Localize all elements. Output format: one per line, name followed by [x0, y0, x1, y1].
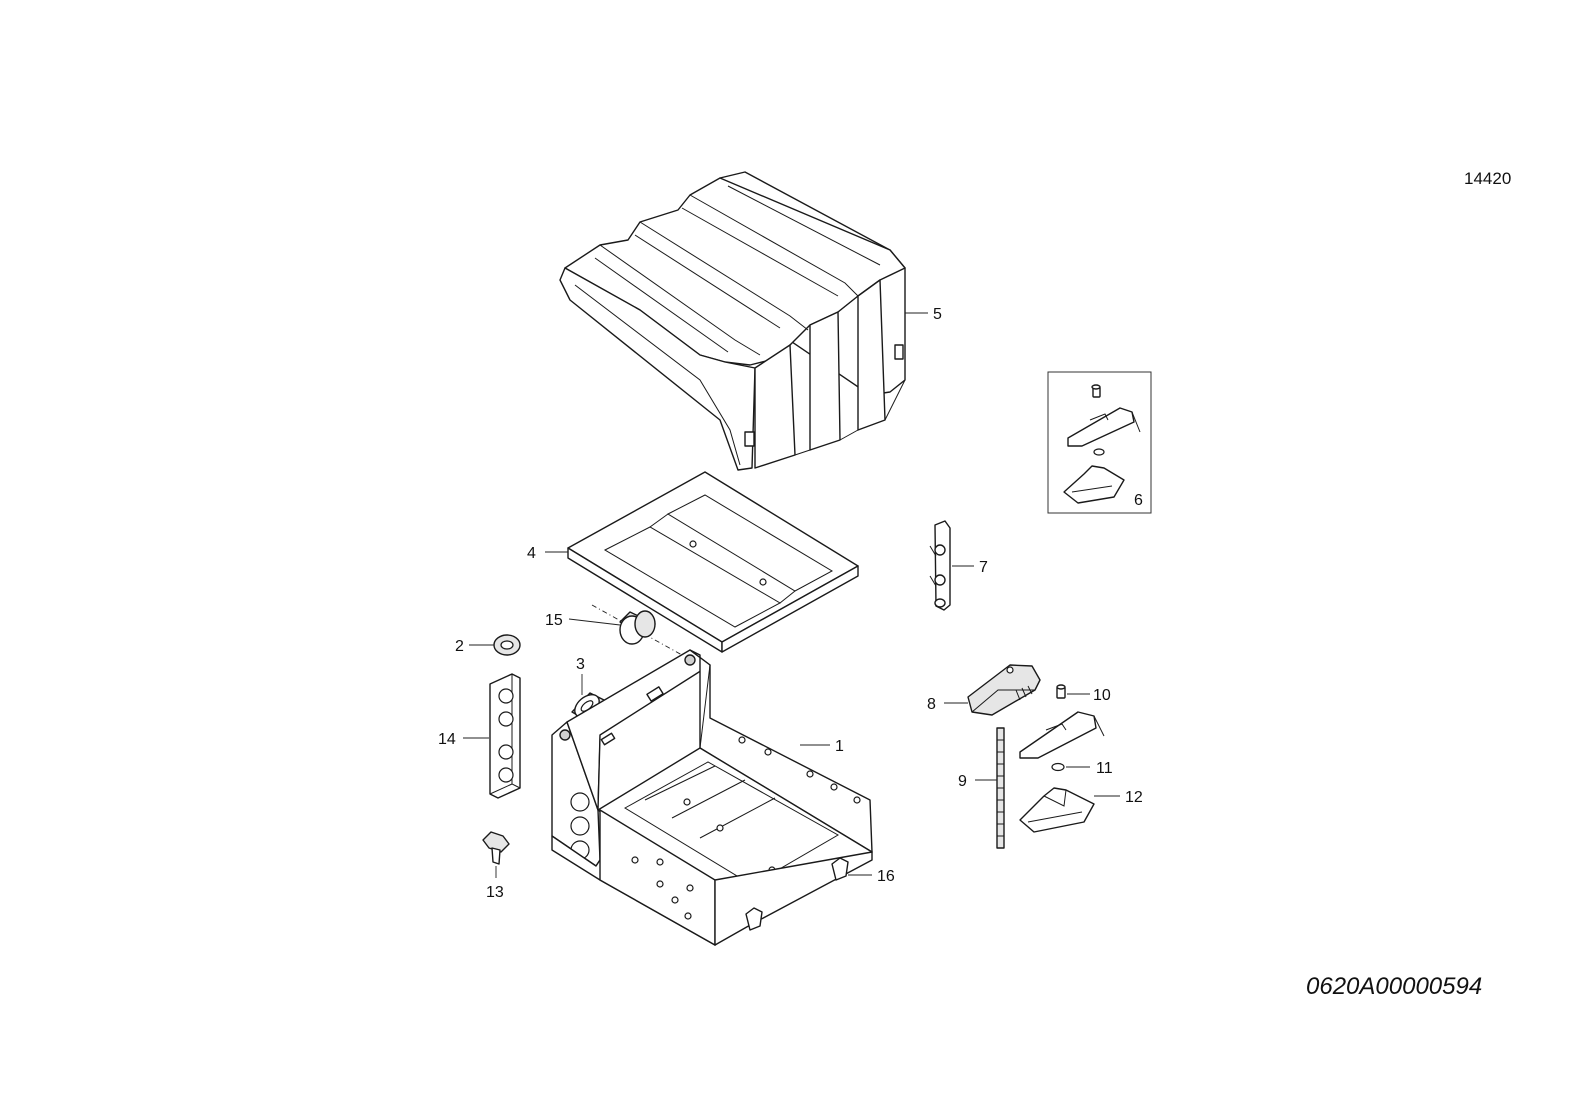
drawing-id: 0620A00000594 — [1306, 973, 1482, 1000]
callout-4: 4 — [527, 545, 536, 562]
part-5-battery-cover[interactable] — [559, 171, 906, 471]
callout-13: 13 — [486, 884, 504, 901]
part-4-battery-tray[interactable] — [567, 471, 859, 653]
callout-15: 15 — [545, 612, 563, 629]
callout-8: 8 — [927, 696, 936, 713]
part-6-latch-kit[interactable] — [1047, 371, 1152, 514]
callout-14: 14 — [438, 731, 456, 748]
latch-hook[interactable] — [1019, 711, 1105, 759]
callout-1: 1 — [835, 738, 844, 755]
callout-6: 6 — [1134, 492, 1143, 509]
part-9-threaded-rod[interactable] — [996, 727, 1005, 849]
callout-9: 9 — [958, 773, 967, 790]
callout-10: 10 — [1093, 687, 1111, 704]
callout-11: 11 — [1096, 760, 1113, 777]
callout-12: 12 — [1125, 789, 1143, 806]
part-14-holed-plate[interactable] — [489, 673, 521, 799]
part-10-pin[interactable] — [1056, 684, 1066, 699]
part-16-frame-clips[interactable] — [745, 857, 849, 931]
part-12-catch[interactable] — [1019, 787, 1095, 833]
reference-number: 14420 — [1464, 169, 1511, 188]
part-1-battery-frame[interactable] — [551, 649, 873, 946]
part-15-spacer[interactable] — [619, 610, 656, 645]
part-2-washer[interactable] — [493, 634, 521, 656]
callout-7: 7 — [979, 559, 988, 576]
part-8-knob[interactable] — [967, 664, 1041, 716]
callout-5: 5 — [933, 306, 942, 323]
callout-2: 2 — [455, 638, 464, 655]
part-11-washer[interactable] — [1051, 762, 1065, 772]
callout-16: 16 — [877, 868, 895, 885]
callout-3: 3 — [576, 656, 585, 673]
part-13-bolt[interactable] — [482, 831, 510, 865]
part-7-clip[interactable] — [929, 520, 951, 611]
